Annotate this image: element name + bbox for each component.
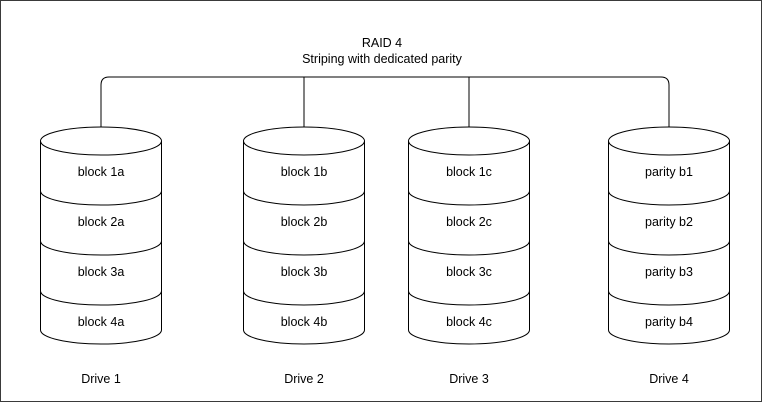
diagram-subtitle: Striping with dedicated parity [302, 52, 463, 66]
block-label: block 3c [446, 265, 492, 279]
platter-divider [408, 290, 530, 306]
block-label: block 2a [78, 215, 125, 229]
diagram-title: RAID 4 [362, 36, 402, 50]
drive-cylinder[interactable]: block 1b block 2b block 3b block 4b Drive 2 [243, 126, 365, 386]
drive-label: Drive 1 [81, 372, 121, 386]
platter-divider [608, 240, 730, 256]
block-label: parity b2 [645, 215, 693, 229]
drive-label: Drive 4 [649, 372, 689, 386]
platter-divider [243, 240, 365, 256]
cylinder-body [608, 140, 730, 345]
platter-divider [608, 290, 730, 306]
drive-label: Drive 3 [449, 372, 489, 386]
drive-cylinder[interactable]: block 1c block 2c block 3c block 4c Drive 3 [408, 126, 530, 386]
block-label: block 1c [446, 165, 492, 179]
platter-divider [243, 190, 365, 206]
block-label: block 4c [446, 315, 492, 329]
platter-divider [243, 290, 365, 306]
platter-divider [408, 190, 530, 206]
platter-divider [608, 190, 730, 206]
cylinder-body [243, 140, 365, 345]
cylinder-top-disc [608, 126, 730, 156]
platter-divider [408, 240, 530, 256]
block-label: block 4b [281, 315, 328, 329]
cylinder-body [40, 140, 162, 345]
block-label: block 3b [281, 265, 328, 279]
cylinder-top-disc [40, 126, 162, 156]
cylinder-body [408, 140, 530, 345]
drive-cylinder[interactable]: block 1a block 2a block 3a block 4a Drive 1 [40, 126, 162, 386]
block-label: block 2b [281, 215, 328, 229]
block-label: block 1a [78, 165, 125, 179]
cylinder-top-disc [243, 126, 365, 156]
block-label: block 1b [281, 165, 328, 179]
platter-divider [40, 290, 162, 306]
block-label: block 3a [78, 265, 125, 279]
block-label: parity b1 [645, 165, 693, 179]
block-label: block 2c [446, 215, 492, 229]
block-label: parity b4 [645, 315, 693, 329]
block-label: parity b3 [645, 265, 693, 279]
controller-bus [100, 76, 670, 129]
drive-label: Drive 2 [284, 372, 324, 386]
platter-divider [40, 240, 162, 256]
drive-cylinder[interactable]: parity b1 parity b2 parity b3 parity b4 Driv… [608, 126, 730, 386]
platter-divider [40, 190, 162, 206]
cylinder-top-disc [408, 126, 530, 156]
block-label: block 4a [78, 315, 125, 329]
